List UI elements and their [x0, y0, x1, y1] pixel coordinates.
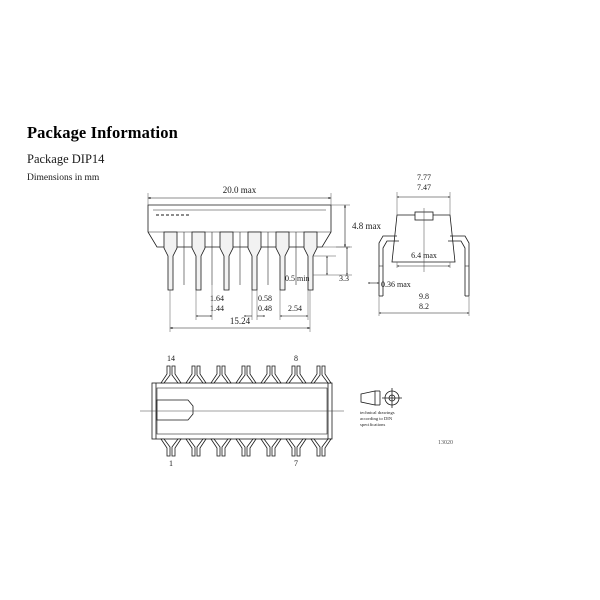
dim-lead-width-min-label: 1.44 [210, 304, 224, 313]
dim-lead-thickness-max-label: 0.58 [258, 294, 272, 303]
lead-front [275, 231, 290, 291]
pin-top [235, 365, 246, 384]
dim-seating-width-label: 6.4 max [411, 251, 437, 260]
pin-bottom [221, 438, 232, 457]
pin-label-top-left: 14 [167, 354, 175, 363]
dim-overall-length: 20.0 max [147, 185, 332, 205]
dim-lead-length-label: 3.3 [339, 274, 349, 283]
dim-lead-thickness-end: 0.36 max [367, 280, 411, 289]
pin-bottom [310, 438, 321, 457]
dim-lead-span: 9.8 8.2 [378, 290, 470, 316]
side-view-leads [163, 231, 318, 291]
lead-left-inner [382, 240, 399, 296]
pin-top [246, 365, 257, 384]
dim-body-width-min-label: 7.47 [417, 183, 431, 192]
pin-bottom [246, 438, 257, 457]
lead-front [191, 231, 206, 291]
dim-seating-width: 6.4 max [396, 251, 451, 268]
lead-front [163, 231, 178, 291]
lead-front [247, 231, 262, 291]
lead-right-outer [450, 235, 470, 296]
pin-label-bottom-right: 7 [294, 459, 298, 468]
dim-lead-length: 3.3 [336, 246, 352, 283]
pin-bottom [285, 438, 296, 457]
dim-row-span-label: 15.24 [230, 316, 251, 326]
heading-block: Package Information Package DIP14 Dimens… [27, 123, 387, 183]
projection-note-line1: technical drawings [360, 410, 395, 415]
dim-pin-pitch: 2.54 [279, 290, 309, 320]
pin-bottom [160, 438, 171, 457]
dim-body-width: 7.77 7.47 [396, 173, 451, 215]
end-view-leads [378, 235, 470, 297]
end-view-group: 7.77 7.47 6.4 max 0.36 max 9.8 [367, 173, 470, 316]
dim-standoff-label: 0.5 min [285, 274, 309, 283]
projection-note-group: technical drawings according to DIN spec… [360, 388, 453, 446]
projection-cone-icon [360, 390, 381, 406]
drawing-number: 13020 [438, 440, 453, 446]
pin-bottom [271, 438, 282, 457]
pin-top [310, 365, 321, 384]
plan-view-index-notch [156, 399, 194, 421]
dim-lead-thickness-min-label: 0.48 [258, 304, 272, 313]
lead-left-outer [378, 235, 397, 296]
pin-top [271, 365, 282, 384]
pin-bottom [296, 438, 307, 457]
dim-lead-thickness: 0.58 0.48 [243, 290, 272, 320]
pin-label-bottom-left: 1 [169, 459, 173, 468]
dim-lead-width: 1.64 1.44 [195, 285, 224, 320]
pin-bottom [321, 438, 332, 457]
projection-note-line3: specifications [360, 422, 385, 427]
lead-front [303, 231, 318, 291]
pin-top [260, 365, 271, 384]
dim-body-height-label: 4.8 max [352, 221, 381, 231]
dim-row-span: 15.24 [169, 290, 311, 332]
pin-bottom [185, 438, 196, 457]
units-note: Dimensions in mm [27, 172, 100, 183]
projection-crosshair-icon [382, 388, 402, 408]
dim-lead-width-max-label: 1.64 [210, 294, 224, 303]
page-title: Package Information [27, 123, 178, 142]
pin-bottom [210, 438, 221, 457]
pin-bottom [196, 438, 207, 457]
projection-note-line2: according to DIN [360, 416, 393, 421]
lead-right-inner [448, 240, 466, 296]
dim-pin-pitch-label: 2.54 [288, 304, 302, 313]
package-name: Package DIP14 [27, 152, 105, 167]
pin-top [196, 365, 207, 384]
pin-bottom [260, 438, 271, 457]
dim-standoff: 0.5 min [285, 255, 336, 283]
dim-lead-thickness-end-label: 0.36 max [381, 280, 411, 289]
pin-top [171, 365, 182, 384]
plan-view-pins-top [160, 365, 332, 384]
dim-lead-span-max-label: 9.8 [419, 292, 429, 301]
dim-overall-length-label: 20.0 max [223, 185, 257, 195]
pin-top [285, 365, 296, 384]
side-view-group: 20.0 max 4.8 max 0.5 min 3.3 [147, 185, 381, 332]
pin-top [296, 365, 307, 384]
pin-top [321, 365, 332, 384]
lead-front [219, 231, 234, 291]
pin-top [221, 365, 232, 384]
plan-view-pins-bottom [160, 438, 332, 457]
dim-lead-span-min-label: 8.2 [419, 302, 429, 311]
pin-bottom [171, 438, 182, 457]
dim-body-width-max-label: 7.77 [417, 173, 431, 182]
pin-top [185, 365, 196, 384]
plan-view-group: 14 8 1 7 [140, 354, 344, 468]
pin-label-top-right: 8 [294, 354, 298, 363]
pin-bottom [235, 438, 246, 457]
pin-top [210, 365, 221, 384]
pin-top [160, 365, 171, 384]
